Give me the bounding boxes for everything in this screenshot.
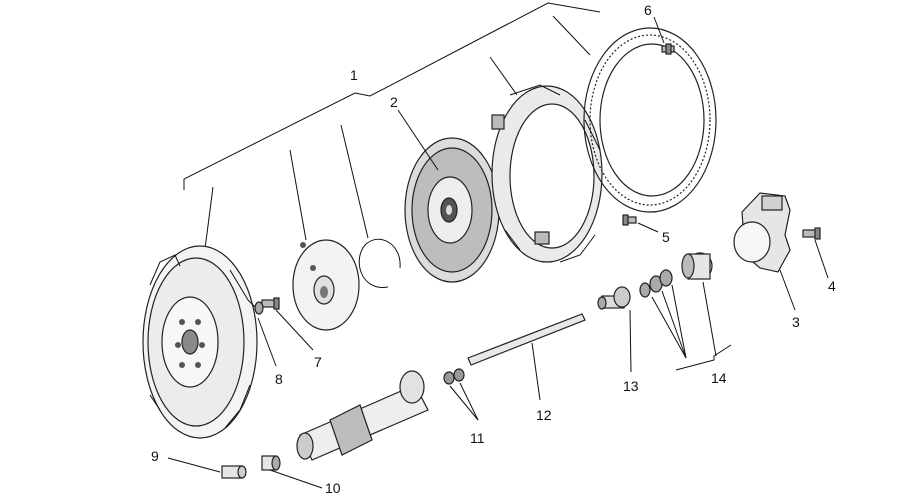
assembly-bracket-1	[183, 2, 601, 273]
label-14: 14	[711, 370, 727, 386]
label-2: 2	[390, 94, 398, 110]
bearing-housing	[733, 192, 796, 311]
pressure-plate-assembly	[142, 245, 259, 439]
label-4: 4	[828, 278, 836, 294]
label-13: 13	[623, 378, 639, 394]
bolt-4	[802, 227, 829, 279]
label-12: 12	[536, 407, 552, 423]
label-7: 7	[314, 354, 322, 370]
label-10: 10	[325, 480, 341, 494]
bushing-set	[639, 252, 732, 371]
guide-bushing	[597, 286, 632, 373]
pin-9	[167, 457, 247, 479]
input-shaft	[296, 370, 429, 461]
label-9: 9	[151, 448, 159, 464]
seal-set	[443, 368, 479, 421]
ring-gear	[583, 27, 717, 213]
clutch-cover	[491, 84, 603, 263]
leader-2	[397, 109, 439, 171]
bolt-5	[622, 214, 659, 233]
push-rod	[467, 313, 586, 401]
label-6: 6	[644, 2, 652, 18]
snap-ring	[358, 238, 401, 288]
label-1: 1	[350, 67, 358, 83]
bolt-6	[653, 16, 675, 55]
label-11: 11	[470, 430, 485, 446]
bushing-10	[261, 455, 323, 489]
bolt-8	[254, 297, 314, 367]
label-5: 5	[662, 229, 670, 245]
label-8: 8	[275, 371, 283, 387]
spring-plate	[292, 239, 360, 331]
label-3: 3	[792, 314, 800, 330]
clutch-disc	[404, 137, 500, 283]
